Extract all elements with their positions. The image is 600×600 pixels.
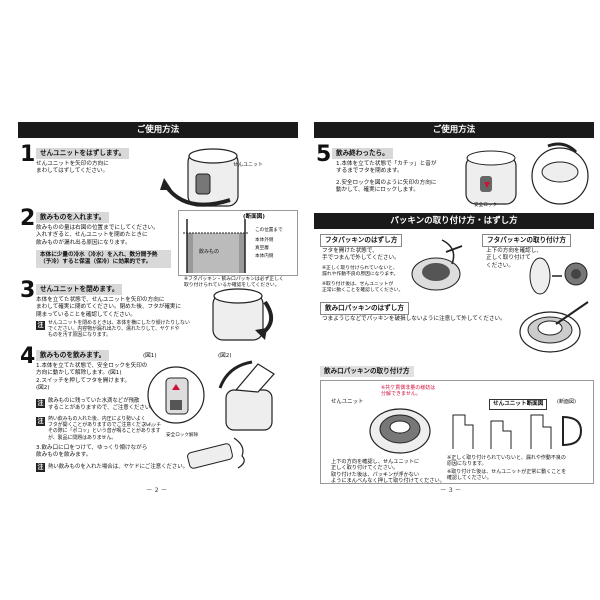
step4-title: 飲みものを飲みます。 [36,350,110,361]
fig2-label: (図2) [218,353,232,359]
step5-number: 5 [316,142,332,167]
cap-label: せんユニット [233,162,264,168]
step5-text1: 1.本体を立てた状態で「カチッ」と音が するまでフタを閉めます。 [336,161,437,175]
lid-remove-note1: ※正しく取り付けられていないと、 漏れや作動不良の原因になります。 [322,266,399,277]
diagram-label-4: 本体内側 [255,254,274,259]
diagram-note: ※フタパッキン・飲み口パッキンは必ず正しく 取り付けられているか確認をしてくださ… [184,277,284,288]
lid-remove-title: フタパッキンのはずし方 [320,234,403,247]
diagram-title: (断面図) [243,214,265,220]
mouth-remove-text: つまようじなどでパッキンを破損しないように注意して外してください。 [322,316,506,322]
cross-section-graphic [183,219,249,273]
lid-attach-title: フタパッキンの取り付け方 [482,234,571,247]
step4-text2: 3.飲み口に口をつけて、ゆっくり傾けながら 飲みものを飲みます。 [36,445,148,459]
lid-remove-text: フタを開けた状態で、 手でつまんで外してください。 [322,248,400,262]
section-drawing [452,414,583,449]
step2-title: 飲みものを入れます。 [36,212,110,223]
drinking-illustration [187,437,245,469]
step1-text: せんユニットを矢印の方向に まわしてはずしてください。 [36,161,109,175]
step2-tip-box: 本体に少量の冷水（冷水）を入れ、数分間予熱 （予冷）すると保温（保冷）に効果的で… [36,250,171,268]
left-header: ご使用方法 [18,122,298,138]
step3-text: 本体を立てた状態で、せんユニットを矢印の方向に まわして確実に閉めてください。閉… [36,297,182,318]
step2-number: 2 [20,206,36,231]
step3-title: せんユニットを閉めます。 [36,284,123,295]
right-page-number: － 3 － [440,486,462,494]
diagram-label-2: 本体外側 [255,238,274,243]
left-page-number: － 2 － [146,486,168,494]
step2-tip: 本体に少量の冷水（冷水）を入れ、数分間予熱 （予冷）すると保温（保冷）に効果的で… [40,252,158,266]
step2-text: 飲みものの量は右図の位置までにしてください。 入れすぎると、せんユニットを閉めた… [36,225,159,246]
fig1-label: (図1) [143,353,157,359]
step3-note: せんユニットを閉めるときは、本体を横にしたり傾けたりしない でください。内容物が… [48,320,190,339]
step4-note2: 熱い飲みもの入れた後、内圧により勢いよく フタが開くことがありますのでご注意くだ… [48,416,161,441]
step4-number: 4 [20,344,36,369]
step3-note-badge: 注 [36,321,45,330]
step4-text1: 1.本体を立てた状態で、安全ロックを矢印の 方向に動かして解除します。(図1) … [36,363,148,392]
diagram-label-1: この位置まで [255,228,283,233]
right-header: ご使用方法 [314,122,594,138]
mouth-attach-text: 上下の方向を確認し、せんユニットに 正しく取り付けてください。 取り付けた後は、… [331,459,445,485]
section-title: せんユニット断面図 [489,399,548,411]
lock-label: 安全ロック [474,203,497,208]
packing-header: パッキンの取り付け方・はずし方 [314,213,594,229]
step3-number: 3 [20,278,36,303]
step1-title: せんユニットをはずします。 [36,148,130,159]
left-page: ご使用方法 1 せんユニットをはずします。 せんユニットを矢印の方向に まわして… [18,122,298,472]
lock-release-label: 安全ロック解除 [166,433,199,438]
step5-title: 飲み終わったら。 [332,148,393,159]
unit-label: せんユニット [331,399,364,405]
red-note: ※共ケ貫側非量の様妨は 分解できません。 [381,385,436,397]
mouth-remove-illustration [519,301,589,353]
cross-section-diagram: (断面図) 飲みもの この位置まで 本体外側 真空層 本体内側 [178,210,298,276]
step4-note3: 熱い飲みものを入れた場合は、ヤケドにご注意ください。 [48,464,189,470]
mouth-attach-title: 飲み口パッキンの取り付け方 [320,366,414,377]
bottle-close-illustration [212,288,273,341]
fig2-open-illustration [218,360,275,431]
diagram-liquid: 飲みもの [199,249,220,255]
lid-remove-note2: ※取り付け後は、せんユニットが 正常に動くことを確認してください。 [322,282,404,293]
mouth-attach-box: せんユニット ※共ケ貫側非量の様妨は 分解できません。 せんユニット断面図 (断… [320,380,594,484]
mouth-remove-title: 飲み口パッキンのはずし方 [320,302,409,315]
step5-text2: 2.安全ロックを図のように矢印の方向に 動かして、確実にロックします。 [336,180,437,194]
right-page: ご使用方法 5 飲み終わったら。 1.本体を立てた状態で「カチッ」と音が するま… [314,122,594,484]
step4-note2-badge: 注 [36,417,45,426]
step4-note1: 飲みものに残っていた水滴などが飛散 することがありますので、ご注意ください。 [48,398,156,411]
step4-note1-badge: 注 [36,399,45,408]
lid-remove-illustration [411,239,463,291]
valve-unit-illustration [369,408,431,454]
mouth-attach-note1: ※正しく取り付けられていないと、漏れや作動不良の 原因になります。 [447,455,566,468]
lid-attach-illustration [529,257,588,295]
fig1-lock-illustration [147,366,205,424]
lid-attach-text: 上下の方向を確認し、 正しく取り付けて ください。 [486,248,542,269]
step1-number: 1 [20,142,36,167]
step4-note3-badge: 注 [36,463,45,472]
diagram-label-3: 真空層 [255,246,269,251]
section-sub: (断面図) [557,399,576,405]
bottle-cap-illustration [160,148,239,207]
close-lock-illustration [465,142,589,205]
mouth-attach-note2: ※取り付けた後は、せんユニットが正常に動くことを 確認してください。 [447,469,567,482]
switch-label: スイッチ [142,423,162,428]
